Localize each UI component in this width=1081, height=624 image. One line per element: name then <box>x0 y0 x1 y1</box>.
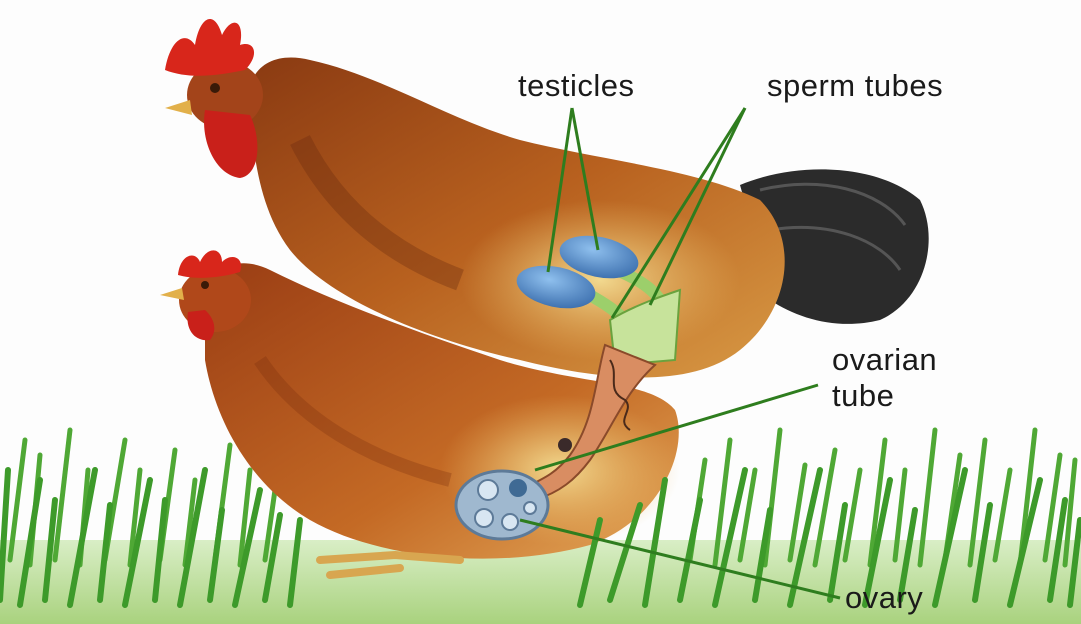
label-ovarian-tube: ovarian tube <box>832 342 937 414</box>
label-testicles: testicles <box>518 68 634 104</box>
ovary <box>456 471 548 539</box>
rooster-wattle <box>204 110 257 178</box>
rooster-head <box>165 19 263 178</box>
hen-eye <box>201 281 209 289</box>
hen-beak <box>160 288 184 300</box>
label-ovarian-tube-line2: tube <box>832 378 937 414</box>
rooster-beak <box>165 100 192 115</box>
rooster-eye <box>210 83 220 93</box>
label-sperm-tubes: sperm tubes <box>767 68 943 104</box>
label-ovary: ovary <box>845 580 923 616</box>
label-ovarian-tube-line1: ovarian <box>832 342 937 378</box>
hen-comb <box>178 250 241 277</box>
rooster-comb <box>165 19 254 76</box>
